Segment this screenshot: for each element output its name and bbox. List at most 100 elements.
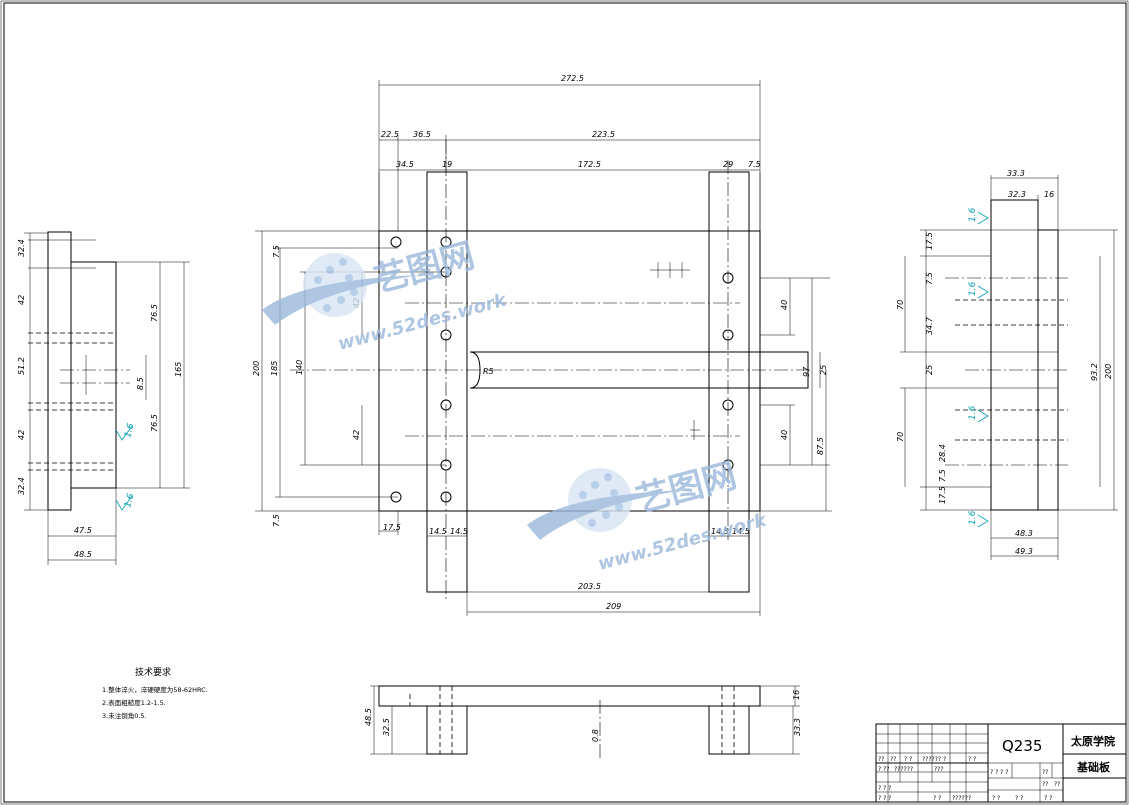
dim-left-42-b: 42 (17, 430, 26, 440)
dim-right-200: 200 (1104, 364, 1113, 379)
dim-top-272-5: 272.5 (561, 74, 584, 83)
left-view-boss (70, 261, 117, 489)
notes-title: 技术要求 (135, 666, 171, 678)
dim-right-17-5-a: 17.5 (925, 232, 934, 250)
dim-top-34-5: 34.5 (396, 160, 414, 169)
title-block: Q235 太原学院 基础板 ?? ?? ? ? ?????? ? ? ? ? ?… (875, 723, 1127, 803)
dim-left-76-5-b: 76.5 (150, 414, 159, 432)
dim-front-14-5-d: 14.5 (732, 527, 750, 536)
roughness-symbol (115, 495, 133, 511)
roughness-symbol (115, 425, 133, 441)
roughness-label: 1.6 (968, 405, 978, 420)
dim-right-7-5-b: 7.5 (938, 469, 947, 482)
roughness-symbol (977, 285, 989, 299)
dim-bottom-33-3: 33.3 (793, 718, 802, 736)
part-name: 基础板 (1076, 760, 1111, 774)
mounting-hole (722, 459, 734, 471)
dim-left-47-5: 47.5 (74, 526, 92, 535)
dim-right-28-4: 28.4 (938, 444, 947, 462)
tb-code-2: ? ? (904, 756, 912, 763)
front-right-rail (708, 171, 750, 593)
dim-front-14-5-c: 14.5 (711, 527, 729, 536)
dim-front-7-5-b: 7.5 (272, 514, 281, 527)
dim-left-32-4-a: 32.4 (17, 239, 26, 257)
tb-code-7: ? ? ? ? (990, 769, 1008, 776)
roughness-symbol (977, 211, 989, 225)
watermark-logo-icon (262, 253, 420, 325)
roughness-label: 1.6 (968, 510, 978, 525)
dim-right-70-b: 70 (896, 432, 905, 442)
mounting-hole (722, 399, 734, 411)
dim-top-7-5: 7.5 (748, 160, 761, 169)
watermark-1: 艺图网 www.52des.work (262, 236, 509, 355)
dim-front-r5: R5 (483, 367, 494, 376)
tb-code-15: ? ? (1044, 795, 1052, 802)
tb-code-14: ? ? (1015, 795, 1023, 802)
dim-left-76-5-a: 76.5 (150, 304, 159, 322)
dim-right-25: 25 (925, 365, 934, 375)
left-view-plate (47, 231, 72, 511)
tb-code-11: ? ? ? (878, 795, 891, 802)
notes-line-2: 2.表面粗糙度1.2-1.5. (102, 698, 166, 707)
watermark-logo-icon (527, 468, 685, 540)
dim-right-34-7: 34.7 (925, 316, 934, 335)
tb-code-9: ?? (1054, 781, 1060, 788)
tb-code-4: ? ? (968, 756, 976, 763)
dim-top-172-5: 172.5 (578, 160, 601, 169)
dim-front-200: 200 (252, 361, 261, 376)
roughness-label: 1.6 (968, 281, 978, 296)
tb-code-17: ?????? (952, 795, 971, 802)
dim-front-25: 25 (819, 365, 828, 375)
notes-line-3: 3.未注倒角0.5. (102, 711, 147, 720)
tb-code-8: ?? (1042, 769, 1048, 776)
dim-right-70-a: 70 (896, 300, 905, 310)
dim-bottom-32-5: 32.5 (382, 718, 391, 736)
dim-right-17-5-b: 17.5 (938, 486, 947, 504)
dim-left-32-4-b: 32.4 (17, 477, 26, 495)
dim-front-209: 209 (606, 602, 621, 611)
mounting-hole (722, 329, 734, 341)
dim-left-165: 165 (174, 362, 183, 377)
tb-code-16: ?? (1042, 781, 1048, 788)
dim-right-93-2: 93.2 (1090, 363, 1099, 381)
roughness-symbol (977, 514, 989, 528)
dim-top-36-5: 36.5 (413, 130, 431, 139)
roughness-label: 1.6 (123, 422, 136, 439)
mounting-hole (440, 329, 452, 341)
notes-line-1: 1.整体淬火，淬硬硬度为58-62HRC. (102, 685, 208, 694)
bottom-view-left-rail (426, 705, 468, 755)
dim-left-51-2: 51.2 (17, 357, 26, 375)
right-view-boss (990, 199, 1039, 511)
mounting-hole (440, 491, 452, 503)
tb-code-6: ??? (934, 766, 944, 773)
dim-front-14-5-a: 14.5 (429, 527, 447, 536)
dim-front-40-a: 40 (780, 300, 789, 310)
dim-left-48-5: 48.5 (74, 550, 92, 559)
tb-code-12: ? ? (933, 795, 941, 802)
bottom-view: 16 48.5 32.5 0.8 33.3 (364, 685, 802, 760)
dim-bottom-16: 16 (792, 690, 801, 700)
tb-code-1: ?? (890, 756, 896, 763)
dim-right-48-3: 48.3 (1015, 529, 1033, 538)
dim-bottom-0-8: 0.8 (591, 729, 600, 742)
bottom-view-right-rail (708, 705, 750, 755)
left-side-view: 32.4 42 51.2 42 32.4 76.5 8.5 76.5 165 4… (17, 231, 190, 565)
dim-top-223-5: 223.5 (592, 130, 615, 139)
dim-front-203-5: 203.5 (578, 582, 601, 591)
dim-bottom-48-5: 48.5 (364, 708, 373, 726)
dim-right-49-3: 49.3 (1015, 547, 1033, 556)
dim-front-17-5: 17.5 (383, 523, 401, 532)
dim-right-7-5-a: 7.5 (925, 272, 934, 285)
dim-front-140: 140 (295, 360, 304, 375)
dim-top-29: 29 (723, 160, 733, 169)
watermark-brand: 艺图网 (370, 236, 479, 301)
tb-code-3: ?????? ? (922, 756, 946, 763)
mounting-hole (722, 272, 734, 284)
dim-front-87-5: 87.5 (816, 437, 825, 455)
bottom-view-plate (378, 685, 761, 707)
inner-border (3, 2, 1127, 803)
mounting-hole (390, 236, 402, 248)
tb-scale-label: ?????? (894, 766, 913, 773)
right-side-view: 33.3 32.3 16 17.5 7.5 70 34.7 25 70 28.4… (896, 169, 1118, 560)
